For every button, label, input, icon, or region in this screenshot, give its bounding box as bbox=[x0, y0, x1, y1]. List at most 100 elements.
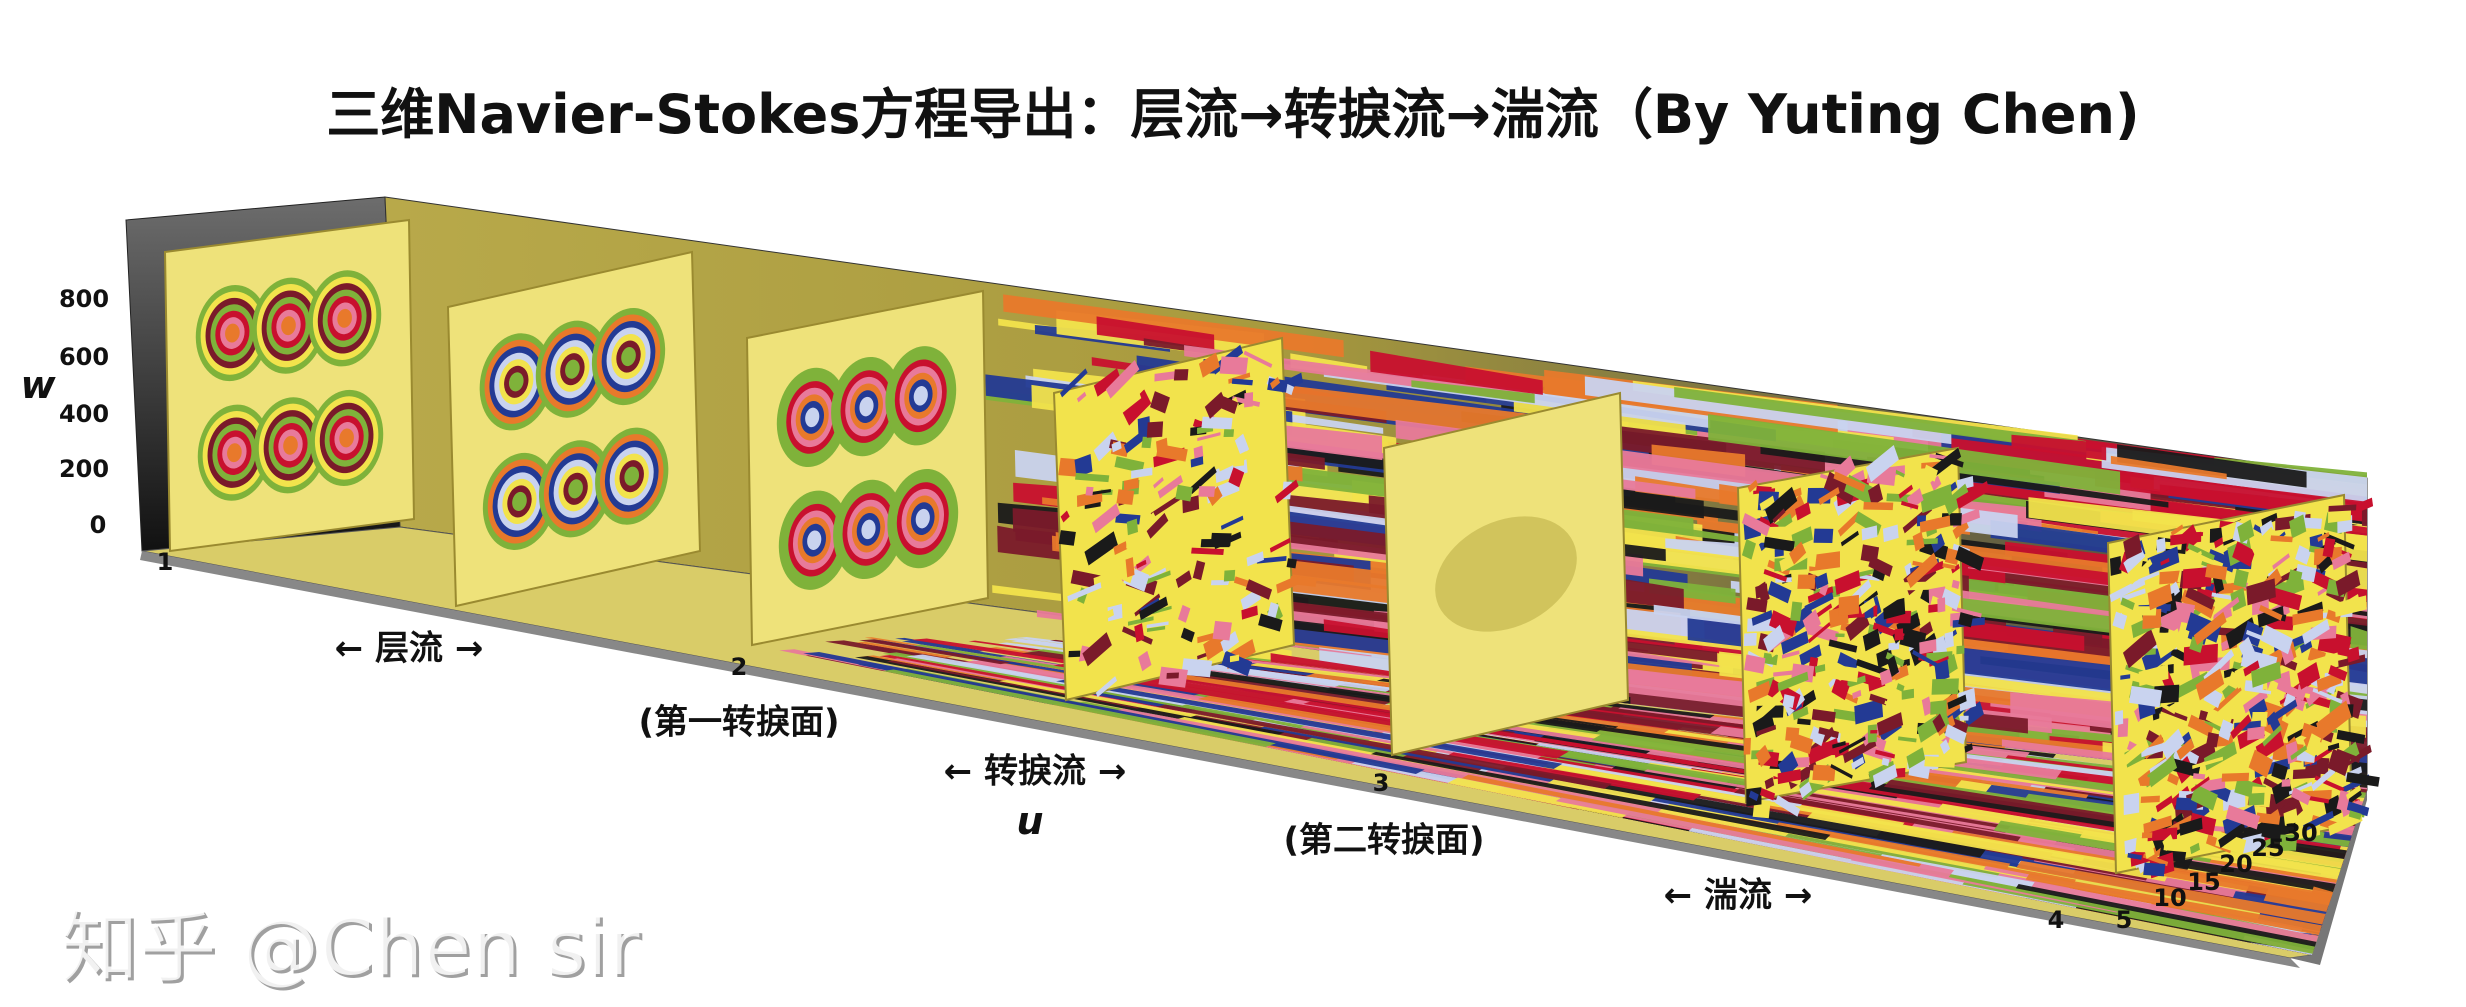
turbulent-contour bbox=[1814, 664, 1826, 673]
turbulent-contour bbox=[1197, 432, 1221, 442]
turbulent-contour bbox=[2289, 514, 2307, 539]
turbulent-contour bbox=[1763, 624, 1785, 653]
cross-section-panel-1 bbox=[165, 220, 414, 551]
turbulent-contour bbox=[1838, 594, 1859, 617]
turbulent-contour bbox=[1782, 694, 1795, 709]
turbulent-contour bbox=[1105, 359, 1140, 399]
turbulent-contour bbox=[1894, 469, 1905, 478]
turbulent-contour bbox=[1875, 749, 1896, 759]
floor-edge bbox=[140, 551, 2300, 968]
turbulent-contour bbox=[1833, 471, 1866, 493]
turbulent-contour bbox=[1930, 700, 1947, 715]
flow-stripe bbox=[856, 641, 954, 658]
turbulent-contour bbox=[1845, 611, 1870, 642]
turbulent-contour bbox=[2195, 668, 2225, 701]
turbulent-contour bbox=[2176, 738, 2195, 761]
turbulent-contour bbox=[2170, 524, 2184, 537]
turbulent-contour bbox=[1067, 582, 1102, 602]
turbulent-contour bbox=[1809, 551, 1840, 572]
first-transition-plane-label: (第一转捩面) bbox=[638, 702, 840, 743]
vortex-contour bbox=[915, 508, 930, 529]
turbulent-contour bbox=[1245, 579, 1273, 600]
turbulent-contour bbox=[1814, 572, 1829, 590]
v-tick: 30 bbox=[2284, 819, 2318, 847]
turbulent-contour bbox=[2305, 733, 2322, 757]
turbulent-contour bbox=[1131, 467, 1153, 479]
flow-stripe bbox=[1602, 424, 1826, 476]
vortex-contour bbox=[859, 396, 874, 417]
vortex-contour bbox=[1435, 516, 1577, 632]
turbulent-contour bbox=[1058, 530, 1076, 546]
turbulent-contour bbox=[2167, 772, 2180, 786]
turbulent-contour bbox=[2246, 578, 2276, 606]
vortex-contour bbox=[337, 308, 352, 328]
turbulent-contour bbox=[2218, 719, 2234, 741]
turbulent-contour bbox=[1221, 650, 1253, 677]
turbulent-contour bbox=[1837, 652, 1859, 672]
turbulent-contour bbox=[1932, 713, 1946, 733]
turbulent-contour bbox=[2232, 541, 2256, 567]
w-tick: 200 bbox=[58, 455, 110, 483]
turbulent-contour bbox=[2225, 804, 2261, 830]
turbulent-contour bbox=[1114, 456, 1145, 473]
vortex-contour bbox=[339, 428, 354, 448]
v-tick: 10 bbox=[2153, 884, 2187, 912]
turbulent-contour bbox=[1223, 569, 1236, 582]
turbulent-contour bbox=[2243, 688, 2268, 714]
turbulent-contour bbox=[1258, 613, 1283, 632]
vortex-contour bbox=[508, 372, 524, 392]
turbulent-contour bbox=[1116, 489, 1135, 505]
turbulent-contour bbox=[1177, 604, 1191, 623]
turbulent-contour bbox=[1777, 769, 1801, 785]
flow-stripe bbox=[1370, 350, 1543, 395]
turbulent-contour bbox=[2323, 532, 2355, 550]
flow-stripe bbox=[911, 638, 1468, 724]
flow-stripe bbox=[1446, 752, 1702, 801]
turbulent-contour bbox=[2221, 772, 2250, 782]
turbulent-region-label: ← 湍流 → bbox=[1663, 875, 1813, 916]
turbulent-contour bbox=[2141, 832, 2153, 839]
turbulent-contour bbox=[1805, 511, 1834, 525]
turbulent-contour bbox=[2328, 664, 2348, 682]
turbulent-contour bbox=[1127, 616, 1154, 626]
turbulent-contour bbox=[1267, 602, 1279, 620]
turbulent-contour bbox=[1832, 741, 1846, 749]
turbulent-contour bbox=[2213, 596, 2240, 620]
turbulent-contour bbox=[2189, 842, 2200, 855]
turbulent-contour bbox=[2336, 729, 2366, 744]
turbulent-contour bbox=[2162, 834, 2175, 852]
turbulent-contour bbox=[1772, 508, 1786, 524]
panel-face bbox=[448, 252, 700, 606]
turbulent-contour bbox=[1930, 533, 1945, 553]
turbulent-contour bbox=[2120, 597, 2135, 611]
turbulent-contour bbox=[1906, 747, 1926, 769]
turbulent-contour bbox=[1747, 479, 1759, 493]
turbulent-contour bbox=[1838, 736, 1866, 754]
turbulent-contour bbox=[2269, 587, 2303, 611]
turbulent-contour bbox=[1940, 588, 1961, 611]
turbulent-contour bbox=[1234, 433, 1250, 457]
turbulent-contour bbox=[1956, 645, 1965, 655]
w-tick: 400 bbox=[58, 400, 110, 428]
turbulent-contour bbox=[1243, 350, 1273, 368]
turbulent-contour bbox=[1201, 416, 1233, 430]
turbulent-contour bbox=[2288, 569, 2303, 584]
turbulent-contour bbox=[2285, 740, 2299, 765]
turbulent-contour bbox=[1862, 628, 1881, 652]
flow-stripe bbox=[1003, 294, 1344, 358]
turbulent-contour bbox=[1141, 436, 1152, 449]
turbulent-contour bbox=[2147, 755, 2178, 788]
cross-section-panels bbox=[165, 220, 2381, 887]
turbulent-contour bbox=[2167, 757, 2201, 778]
turbulent-contour bbox=[1837, 511, 1861, 537]
turbulent-contour bbox=[1919, 515, 1951, 533]
turbulent-contour bbox=[1912, 649, 1942, 670]
turbulent-contour bbox=[2127, 852, 2143, 860]
turbulent-contour bbox=[1884, 700, 1902, 712]
vortex-contour bbox=[807, 530, 822, 550]
turbulent-contour bbox=[1276, 575, 1299, 594]
flow-stripe bbox=[2163, 869, 2332, 906]
u-tick: 4 bbox=[2047, 906, 2065, 934]
turbulent-contour bbox=[2122, 628, 2157, 669]
turbulent-contour bbox=[2322, 537, 2336, 558]
